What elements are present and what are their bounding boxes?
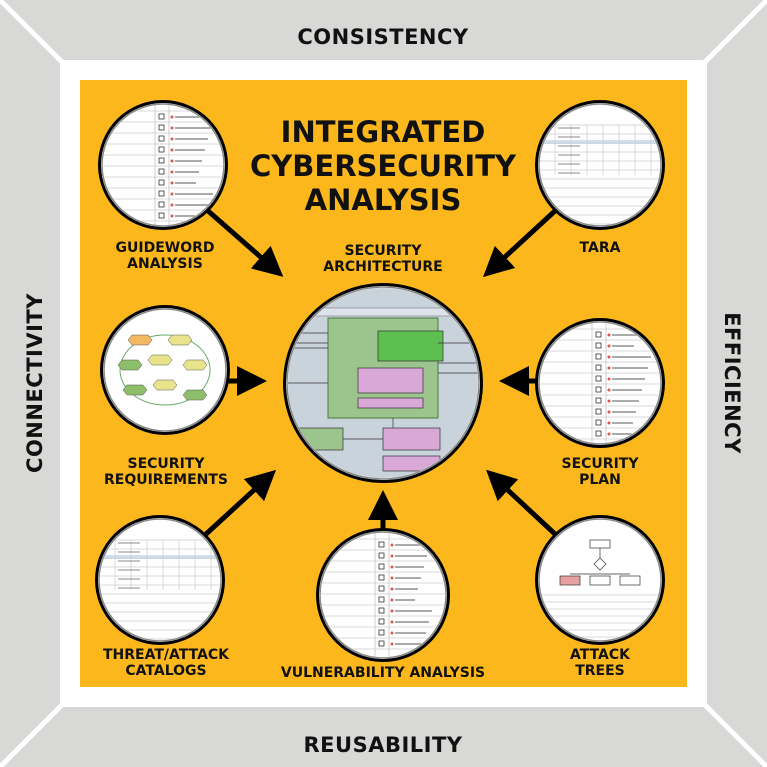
arrow-tara: [482, 208, 558, 278]
threat-catalogs-circle: [95, 515, 225, 645]
tara-circle: [535, 100, 665, 230]
svg-text:ANALYSIS: ANALYSIS: [305, 183, 462, 217]
security-plan-circle: [535, 318, 665, 448]
caption-security-architecture: SECURITY ARCHITECTURE: [323, 243, 442, 275]
arrow-catalogs: [203, 469, 277, 537]
svg-text:INTEGRATED: INTEGRATED: [281, 115, 486, 149]
frame-left: [0, 0, 60, 767]
title: INTEGRATED CYBERSECURITY ANALYSIS: [250, 115, 517, 217]
arrow-guideword: [205, 208, 284, 277]
svg-text:TREES: TREES: [575, 663, 625, 679]
label-consistency: CONSISTENCY: [297, 25, 469, 49]
label-connectivity: CONNECTIVITY: [23, 293, 47, 473]
caption-threat-catalogs: THREAT/ATTACK CATALOGS: [103, 647, 230, 679]
svg-text:THREAT/ATTACK: THREAT/ATTACK: [103, 647, 230, 663]
frame-top: [0, 0, 767, 60]
caption-security-requirements: SECURITY REQUIREMENTS: [104, 456, 228, 488]
svg-text:SECURITY: SECURITY: [562, 456, 640, 472]
svg-text:SECURITY: SECURITY: [128, 456, 206, 472]
svg-text:PLAN: PLAN: [579, 472, 621, 488]
svg-text:ARCHITECTURE: ARCHITECTURE: [323, 259, 442, 275]
svg-text:ANALYSIS: ANALYSIS: [127, 256, 203, 272]
label-efficiency: EFFICIENCY: [720, 312, 744, 454]
caption-security-plan: SECURITY PLAN: [562, 456, 640, 488]
svg-text:ATTACK: ATTACK: [570, 647, 631, 663]
caption-attack-trees: ATTACK TREES: [570, 647, 631, 679]
arrow-attack-trees: [486, 469, 558, 537]
frame-bottom: [0, 707, 767, 767]
security-requirements-circle: [100, 305, 230, 435]
svg-text:CATALOGS: CATALOGS: [125, 663, 206, 679]
attack-trees-circle: [535, 515, 665, 645]
label-reusability: REUSABILITY: [304, 733, 463, 757]
frame-right: [707, 0, 767, 767]
arrows: [203, 208, 558, 537]
svg-text:CYBERSECURITY: CYBERSECURITY: [250, 149, 517, 183]
svg-text:SECURITY: SECURITY: [345, 243, 423, 259]
vulnerability-analysis-circle: [316, 528, 450, 662]
security-architecture-circle: [283, 283, 483, 483]
guideword-analysis-circle: [98, 100, 228, 230]
caption-tara: TARA: [580, 240, 621, 256]
svg-text:REQUIREMENTS: REQUIREMENTS: [104, 472, 228, 488]
svg-text:GUIDEWORD: GUIDEWORD: [116, 240, 215, 256]
caption-vulnerability: VULNERABILITY ANALYSIS: [281, 665, 485, 681]
caption-guideword: GUIDEWORD ANALYSIS: [116, 240, 215, 272]
